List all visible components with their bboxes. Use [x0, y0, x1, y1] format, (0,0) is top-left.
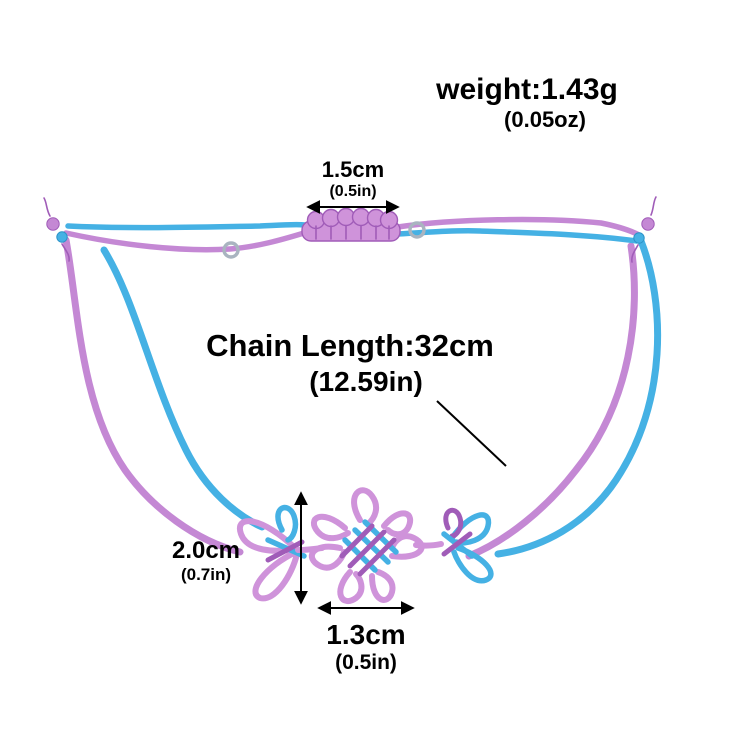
- cord-tail-left: [63, 221, 308, 253]
- cord-loop-right-blue: [494, 237, 662, 558]
- cord-tail-right: [395, 216, 644, 244]
- knot-height-alt-unit: (0.7in): [180, 565, 232, 585]
- metal-ring-right: [408, 221, 426, 239]
- knot-width-value: 1.3cm: [326, 619, 406, 650]
- cord-loop-left-purple: [62, 236, 244, 556]
- slider-width-alt-unit: (0.5in): [329, 182, 377, 200]
- cord-loop-left-blue: [100, 246, 266, 531]
- slider-width-annotation: 1.5cm (0.5in): [283, 157, 423, 202]
- cord-loop-right-purple: [465, 242, 638, 560]
- weight-alt-unit: (0.05oz): [504, 107, 586, 133]
- chain-length-pointer-line: [436, 400, 507, 467]
- chain-length-annotation: Chain Length:32cm (12.59in): [150, 328, 550, 398]
- knot-height-value: 2.0cm: [171, 537, 241, 564]
- knot-width-annotation: 1.3cm (0.5in): [296, 618, 436, 676]
- right-accessory-knot: [413, 507, 494, 584]
- weight-value: weight:1.43g: [436, 73, 618, 106]
- weight-annotation: weight:1.43g (0.05oz): [392, 72, 662, 133]
- central-chinese-knot: [308, 487, 425, 604]
- chain-length-alt-unit: (12.59in): [309, 365, 423, 397]
- knot-height-annotation: 2.0cm (0.7in): [160, 537, 252, 585]
- slider-width-value: 1.5cm: [321, 157, 385, 182]
- cord-end-knot-left: [43, 197, 70, 262]
- metal-ring-left: [222, 241, 240, 259]
- chain-length-value: Chain Length:32cm: [206, 328, 494, 363]
- cord-end-knot-right: [631, 196, 657, 263]
- knot-width-alt-unit: (0.5in): [335, 651, 397, 675]
- slider-knot: [301, 207, 401, 242]
